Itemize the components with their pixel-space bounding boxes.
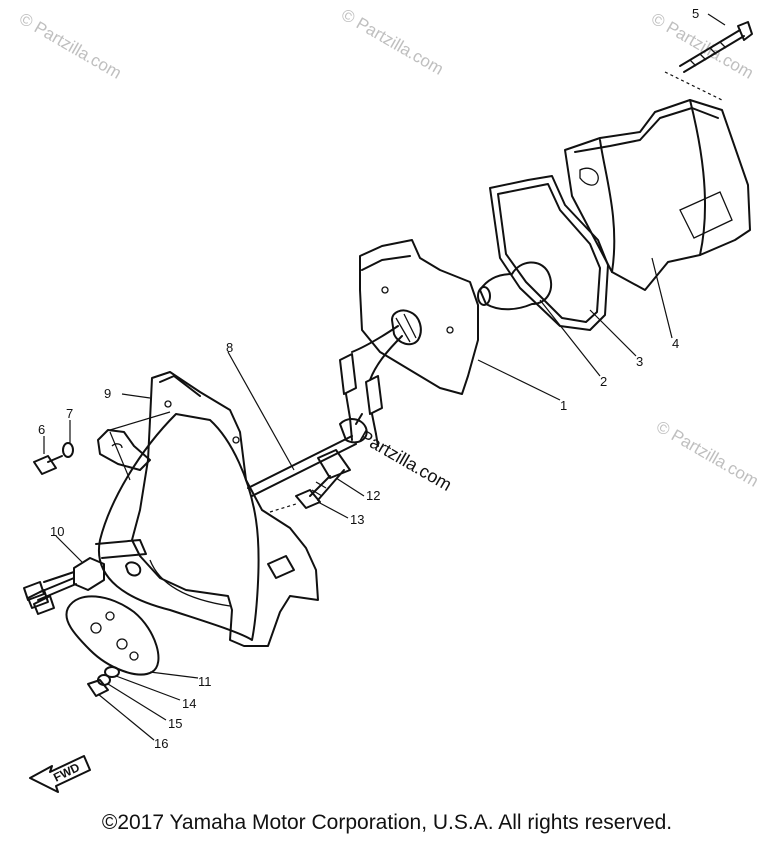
callout-15: 15 [168,716,182,731]
watermark-top-left: © Partzilla.com [16,9,125,83]
nut-13 [295,489,321,509]
callout-5: 5 [692,6,699,21]
callout-7: 7 [66,406,73,421]
washer-7 [62,442,74,458]
watermark-top-right: © Partzilla.com [648,9,757,83]
plate-11 [65,595,160,676]
housing-bracket-9 [97,371,319,647]
lamp-body-1 [359,239,479,395]
callout-8: 8 [226,340,233,355]
screw-6 [33,455,63,475]
callout-14: 14 [182,696,196,711]
watermark-center: Partzilla.com [356,426,455,495]
callout-12: 12 [366,488,380,503]
callout-9: 9 [104,386,111,401]
lamp-shell [97,413,260,641]
callout-16: 16 [154,736,168,751]
wire-8 [247,413,368,497]
watermark-right: © Partzilla.com [653,417,762,491]
lens-cover-4 [564,99,751,291]
nut-16 [87,679,109,697]
callout-2: 2 [600,374,607,389]
bulb-2 [477,261,553,311]
copyright-notice: ©2017 Yamaha Motor Corporation, U.S.A. A… [101,811,673,834]
callout-13: 13 [350,512,364,527]
guide-line [269,503,297,513]
leader-lines [43,13,726,741]
gasket-3 [489,175,609,331]
callout-6: 6 [38,422,45,437]
callout-10: 10 [50,524,64,539]
callout-3: 3 [636,354,643,369]
watermark-top-center: © Partzilla.com [338,5,447,79]
callout-1: 1 [560,398,567,413]
washer-14 [104,666,120,678]
socket-10 [23,539,147,615]
fwd-arrow-icon: FWD [29,755,91,793]
callout-4: 4 [672,336,679,351]
wire-harness [339,325,403,447]
screw-5 [664,21,753,101]
callout-11: 11 [198,674,212,689]
